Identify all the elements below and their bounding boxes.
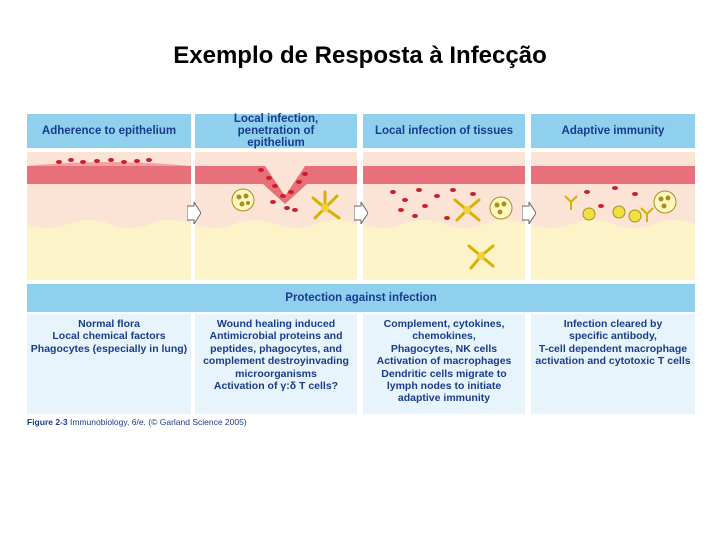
info-line: T-cell dependent macrophage xyxy=(538,342,688,355)
caption-figure-number: Figure 2-3 xyxy=(27,417,68,427)
info-line: activation and cytotoxic T cells xyxy=(535,355,691,368)
scene-penetration xyxy=(195,152,357,280)
scene-adaptive-illustration xyxy=(531,152,695,280)
info-line: Activation of macrophages xyxy=(376,355,512,368)
bacteria-cluster xyxy=(584,186,638,208)
bacteria-cluster xyxy=(258,168,308,212)
info-line: Phagocytes, NK cells xyxy=(390,342,498,355)
scene-adherence-illustration xyxy=(27,152,191,280)
info-line: chemokines, xyxy=(412,330,476,343)
info-box-local-infection: Wound healing induced Antimicrobial prot… xyxy=(195,314,357,414)
dendritic-cell-icon xyxy=(453,198,481,222)
scene-tissue-infection-illustration xyxy=(363,152,525,280)
migrating-dendritic-cell-icon xyxy=(467,244,495,270)
t-cell-icon xyxy=(582,205,642,223)
info-line: adaptive immunity xyxy=(397,392,491,405)
panel-header-local-infection-label: Local infection, penetration of epitheli… xyxy=(233,113,319,149)
panel-header-local-infection: Local infection, penetration of epitheli… xyxy=(195,113,357,149)
info-line: microorganisms xyxy=(235,367,317,380)
caption-text: Immunobiology, 6/e. (© Garland Science 2… xyxy=(70,417,247,427)
bacteria-cluster xyxy=(390,188,476,220)
bacteria-cluster xyxy=(56,158,152,164)
antibody-icon xyxy=(564,195,654,222)
info-line: lymph nodes to initiate xyxy=(386,380,502,393)
panel-header-tissue-infection: Local infection of tissues xyxy=(363,114,525,148)
immune-response-figure: Adherence to epithelium Local infection,… xyxy=(27,113,695,414)
scene-adaptive xyxy=(531,152,695,280)
scene-penetration-illustration xyxy=(195,152,357,280)
slide-title: Exemplo de Resposta à Infecção xyxy=(173,42,547,69)
info-box-adherence: Normal flora Local chemical factors Phag… xyxy=(27,314,191,414)
arrow-right-icon xyxy=(522,202,536,224)
macrophage-icon xyxy=(653,190,677,214)
scene-tissue-infection xyxy=(363,152,525,280)
info-box-tissue-infection: Complement, cytokines, chemokines, Phago… xyxy=(363,314,525,414)
scene-adherence xyxy=(27,152,191,280)
info-line: Infection cleared by xyxy=(563,318,663,330)
arrow-right-icon xyxy=(187,202,201,224)
info-line: Activation of γ:δ T cells? xyxy=(213,380,339,393)
panel-header-adherence: Adherence to epithelium xyxy=(27,114,191,148)
dendritic-cell-icon xyxy=(311,190,341,220)
figure-caption: Figure 2-3 Immunobiology, 6/e. (© Garlan… xyxy=(27,417,247,427)
arrow-right-icon xyxy=(354,202,368,224)
info-line: Dendritic cells migrate to xyxy=(381,367,507,380)
phagocyte-icon xyxy=(231,188,255,212)
panel-header-adaptive: Adaptive immunity xyxy=(531,114,695,148)
info-line: complement destroyinvading xyxy=(203,355,349,368)
info-line: peptides, phagocytes, and xyxy=(210,342,342,355)
info-line: Local chemical factors xyxy=(52,330,166,343)
info-line: Complement, cytokines, xyxy=(383,318,505,330)
info-line: specific antibody, xyxy=(569,330,657,343)
info-box-adaptive: Infection cleared by specific antibody, … xyxy=(531,314,695,414)
protection-bar: Protection against infection xyxy=(27,284,695,312)
info-line: Phagocytes (especially in lung) xyxy=(30,342,188,355)
info-line: Wound healing induced xyxy=(216,318,336,330)
phagocyte-icon xyxy=(489,196,513,220)
info-line: Antimicrobial proteins and xyxy=(209,330,343,343)
info-line: Normal flora xyxy=(78,318,140,330)
